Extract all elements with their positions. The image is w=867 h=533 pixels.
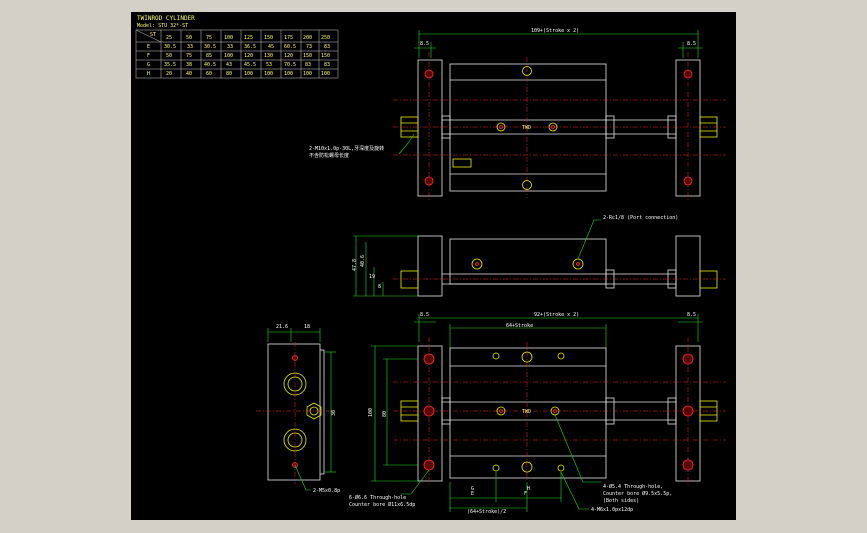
- dim-100: 100: [368, 408, 374, 417]
- stroke-header: 25: [166, 35, 172, 41]
- table-cell: 120: [284, 53, 293, 59]
- label-g: G: [471, 486, 474, 492]
- cylinder-drawing: TWINROD CYLINDER Model: STU 32*-ST ST 25…: [135, 15, 726, 515]
- table-cell: 85: [206, 53, 212, 59]
- table-cell: 100: [244, 71, 253, 77]
- row-label: E: [147, 44, 150, 50]
- label-f: F: [524, 491, 527, 497]
- dim-mid-8-5-right: 8.5: [687, 312, 696, 318]
- dim-47-8: 47.8: [352, 259, 358, 271]
- stroke-header: 75: [206, 35, 212, 41]
- table-cell: 33: [227, 44, 233, 50]
- drawing-title: TWINROD CYLINDER: [137, 15, 195, 22]
- table-cell: 60: [206, 71, 212, 77]
- table-cell: 100: [264, 71, 273, 77]
- table-cell: 150: [303, 53, 312, 59]
- dim-40-6: 40.6: [360, 255, 366, 267]
- through-hole-note-3: (Both sides): [603, 498, 639, 504]
- cad-drawing-viewport[interactable]: TWINROD CYLINDER Model: STU 32*-ST ST 25…: [131, 12, 736, 520]
- stroke-header: 200: [303, 35, 312, 41]
- table-cell: 53: [266, 62, 272, 68]
- table-cell: 43: [226, 62, 232, 68]
- table-cell: 130: [264, 53, 273, 59]
- dim-8-5-right: 8.5: [687, 41, 696, 47]
- stroke-header: 125: [244, 35, 253, 41]
- dim-top-overall: 109+(Stroke x 2): [531, 28, 579, 34]
- dim-64-half: (64+Stroke)/2: [467, 509, 506, 515]
- thread-note-2: 不含防松螺母长度: [309, 152, 349, 159]
- table-cell: 100: [284, 71, 293, 77]
- label-e: E: [471, 491, 474, 497]
- label-h: H: [527, 486, 530, 492]
- stroke-header: 100: [224, 35, 233, 41]
- dim-mid-overall: 92+(Stroke x 2): [534, 312, 579, 318]
- dim-80: 80: [382, 411, 388, 417]
- table-cell: 30.5: [164, 44, 176, 50]
- table-corner-st: ST: [150, 32, 156, 38]
- table-cell: 38: [186, 62, 192, 68]
- bottom-hole-note-2: Counter bore Ø11x6.5dp: [349, 501, 415, 508]
- through-hole-note-2: Counter bore Ø9.5x5.5p,: [603, 490, 672, 497]
- top-view: 109+(Stroke x 2) 8.5 8.5: [309, 28, 726, 202]
- table-cell: 73: [306, 44, 312, 50]
- table-cell: 83: [305, 62, 311, 68]
- dim-18: 18: [304, 324, 310, 330]
- stroke-header: 250: [321, 35, 330, 41]
- table-cell: 80: [226, 71, 232, 77]
- table-cell: 35.5: [164, 62, 176, 68]
- m5-note: 2-M5x0.8p: [313, 488, 340, 494]
- front-view: 92+(Stroke x 2) 8.5 8.5 64+Stroke: [349, 312, 726, 515]
- model-label: Model: STU 32*-ST: [137, 23, 188, 29]
- table-cell: 30.5: [204, 44, 216, 50]
- through-hole-note-1: 4-Ø5.4 Through-hole,: [603, 483, 663, 490]
- dim-64-stroke: 64+Stroke: [506, 323, 533, 329]
- table-cell: 40: [186, 71, 192, 77]
- table-cell: 83: [324, 62, 330, 68]
- row-label: F: [147, 53, 150, 59]
- dim-8-5-left: 8.5: [420, 41, 429, 47]
- table-cell: 100: [303, 71, 312, 77]
- table-cell: 83: [324, 44, 330, 50]
- table-cell: 36.5: [244, 44, 256, 50]
- brand-label: TWD: [522, 125, 531, 131]
- stroke-header: 175: [284, 35, 293, 41]
- table-cell: 50: [166, 53, 172, 59]
- table-cell: 45.5: [244, 62, 256, 68]
- dim-19: 19: [369, 274, 375, 280]
- table-cell: 20: [166, 71, 172, 77]
- spec-table: TWINROD CYLINDER Model: STU 32*-ST ST 25…: [135, 15, 339, 79]
- table-cell: 150: [321, 53, 330, 59]
- table-cell: 120: [244, 53, 253, 59]
- table-cell: 40.5: [204, 62, 216, 68]
- stroke-header: 50: [186, 35, 192, 41]
- table-cell: 70.5: [284, 62, 296, 68]
- dim-30: 30: [331, 410, 337, 416]
- dim-8: 8: [378, 284, 381, 290]
- row-label: H: [147, 71, 150, 77]
- side-view: 2-Rc1/8 (Port connection) 47.8 40.6 19 8: [352, 215, 726, 297]
- port-note: 2-Rc1/8 (Port connection): [603, 215, 678, 221]
- table-cell: 45: [268, 44, 274, 50]
- bottom-hole-note-1: 6-Ø6.6 Through-hole: [349, 494, 406, 501]
- table-cell: 75: [186, 53, 192, 59]
- dim-21-6: 21.6: [276, 324, 288, 330]
- table-cell: 60.5: [284, 44, 296, 50]
- table-cell: 100: [321, 71, 330, 77]
- table-cell: 100: [224, 53, 233, 59]
- stroke-header: 150: [264, 35, 273, 41]
- dim-mid-8-5-left: 8.5: [420, 312, 429, 318]
- thread-note-1: 2-M10x1.0p-30L,牙深度及旋转: [309, 145, 384, 152]
- brand-label-front: TWD: [522, 409, 531, 415]
- row-label: G: [147, 62, 150, 68]
- table-cell: 33: [187, 44, 193, 50]
- end-view: 21.6 18 30 2-M5x0.8p: [256, 324, 340, 494]
- m6-note: 4-M6x1.0px12dp: [591, 507, 633, 513]
